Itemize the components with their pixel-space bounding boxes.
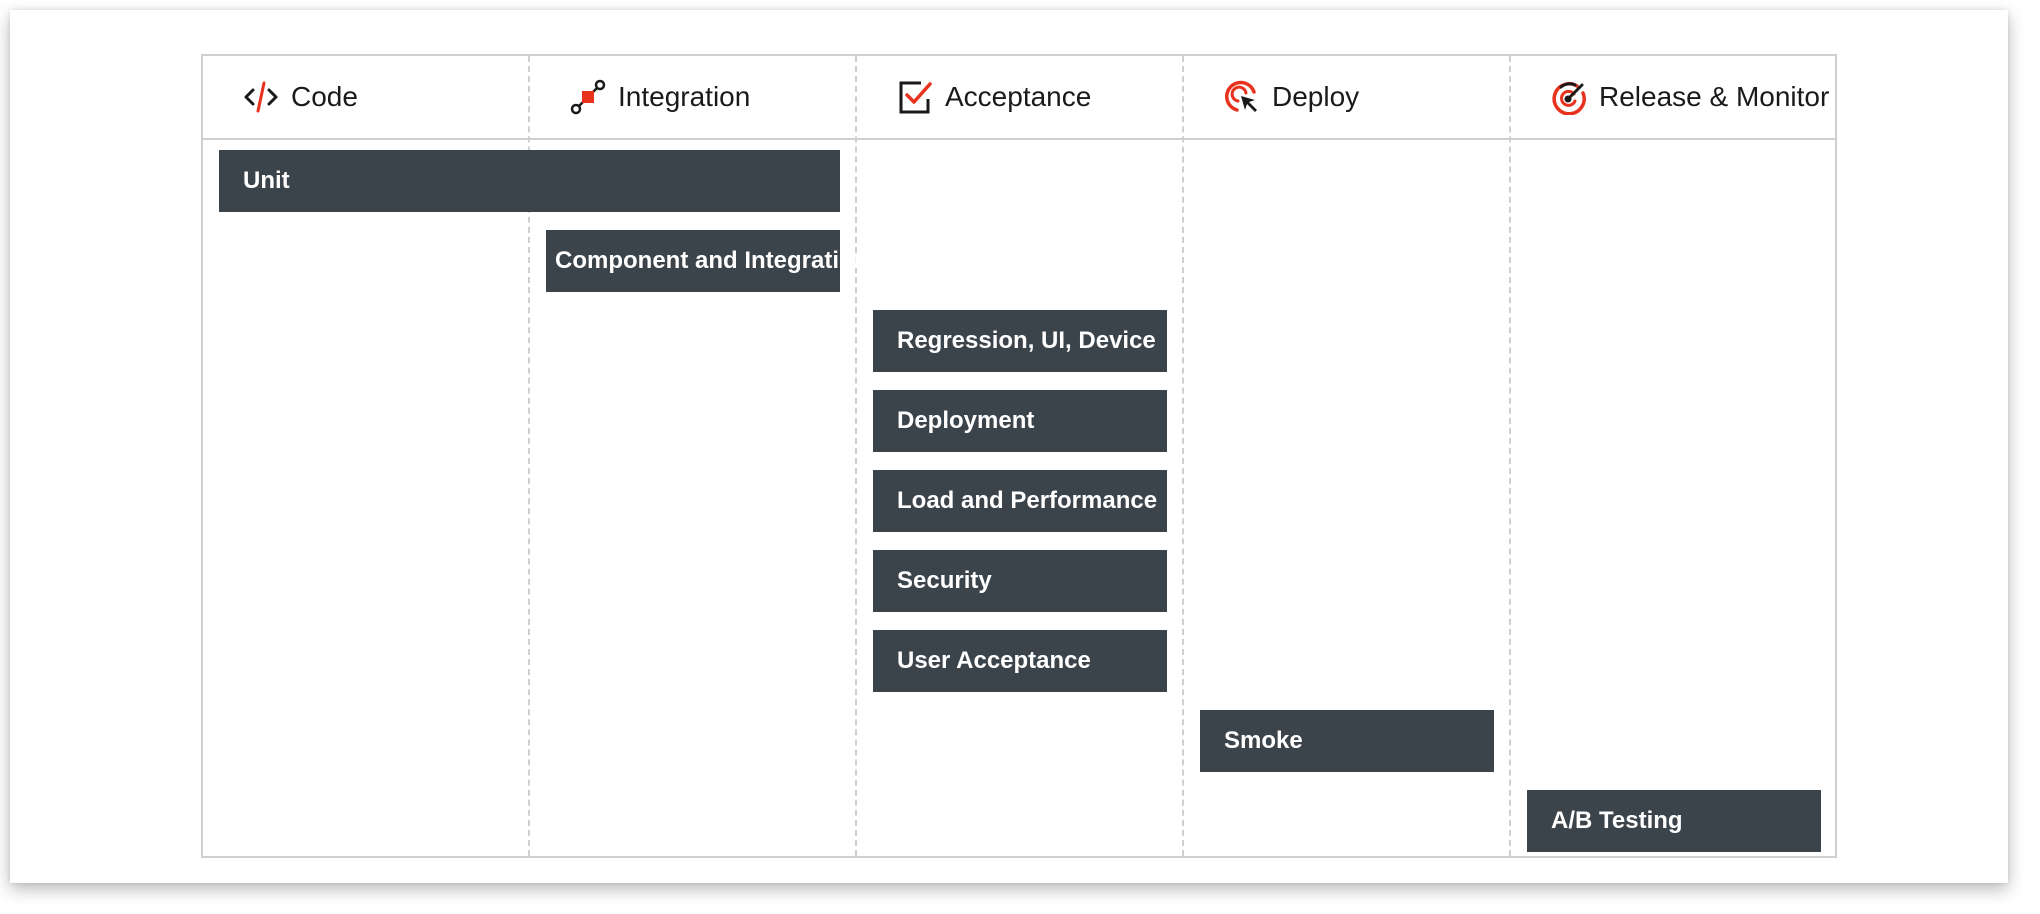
test-label: Security xyxy=(897,567,992,594)
stage-label: Deploy xyxy=(1272,81,1360,112)
cursor-target-icon xyxy=(1224,79,1260,115)
test-bar-user-acceptance: User Acceptance xyxy=(873,630,1167,692)
stage-label: Release & Monitor xyxy=(1599,81,1830,112)
test-bar-component-integration: Component and Integration xyxy=(546,230,868,292)
test-bar-unit: Unit xyxy=(219,150,840,212)
test-bar-ab-testing: A/B Testing xyxy=(1527,790,1821,852)
gauge-icon xyxy=(1551,79,1587,115)
stage-header-deploy: Deploy xyxy=(1184,56,1510,138)
header-divider xyxy=(203,138,1835,140)
code-icon xyxy=(243,79,279,115)
stage-label: Code xyxy=(291,81,358,112)
test-label: A/B Testing xyxy=(1551,807,1683,834)
integration-icon xyxy=(570,79,606,115)
test-label: User Acceptance xyxy=(897,647,1091,674)
test-label: Smoke xyxy=(1224,727,1303,754)
diagram-card: Code Integration Acceptan xyxy=(10,10,2008,883)
test-label: Component and Integration xyxy=(555,247,869,274)
test-bar-load-performance: Load and Performance xyxy=(873,470,1167,532)
stage-header-acceptance: Acceptance xyxy=(857,56,1183,138)
column-divider xyxy=(1509,56,1511,856)
checkbox-icon xyxy=(897,79,933,115)
stage-header-integration: Integration xyxy=(530,56,856,138)
test-label: Regression, UI, Device xyxy=(897,327,1156,354)
test-bar-regression-ui-device: Regression, UI, Device xyxy=(873,310,1167,372)
test-bar-deployment: Deployment xyxy=(873,390,1167,452)
stage-label: Acceptance xyxy=(945,81,1092,112)
stage-header-release-monitor: Release & Monitor xyxy=(1511,56,1837,138)
test-bar-smoke: Smoke xyxy=(1200,710,1494,772)
test-label: Unit xyxy=(243,167,290,194)
testing-stage-grid: Code Integration Acceptan xyxy=(201,54,1837,858)
column-divider xyxy=(855,56,857,856)
stage-header-code: Code xyxy=(203,56,529,138)
column-divider xyxy=(528,56,530,856)
column-divider xyxy=(1182,56,1184,856)
test-label: Load and Performance xyxy=(897,487,1158,514)
stage-label: Integration xyxy=(618,81,751,112)
test-bar-security: Security xyxy=(873,550,1167,612)
test-label: Deployment xyxy=(897,407,1035,434)
